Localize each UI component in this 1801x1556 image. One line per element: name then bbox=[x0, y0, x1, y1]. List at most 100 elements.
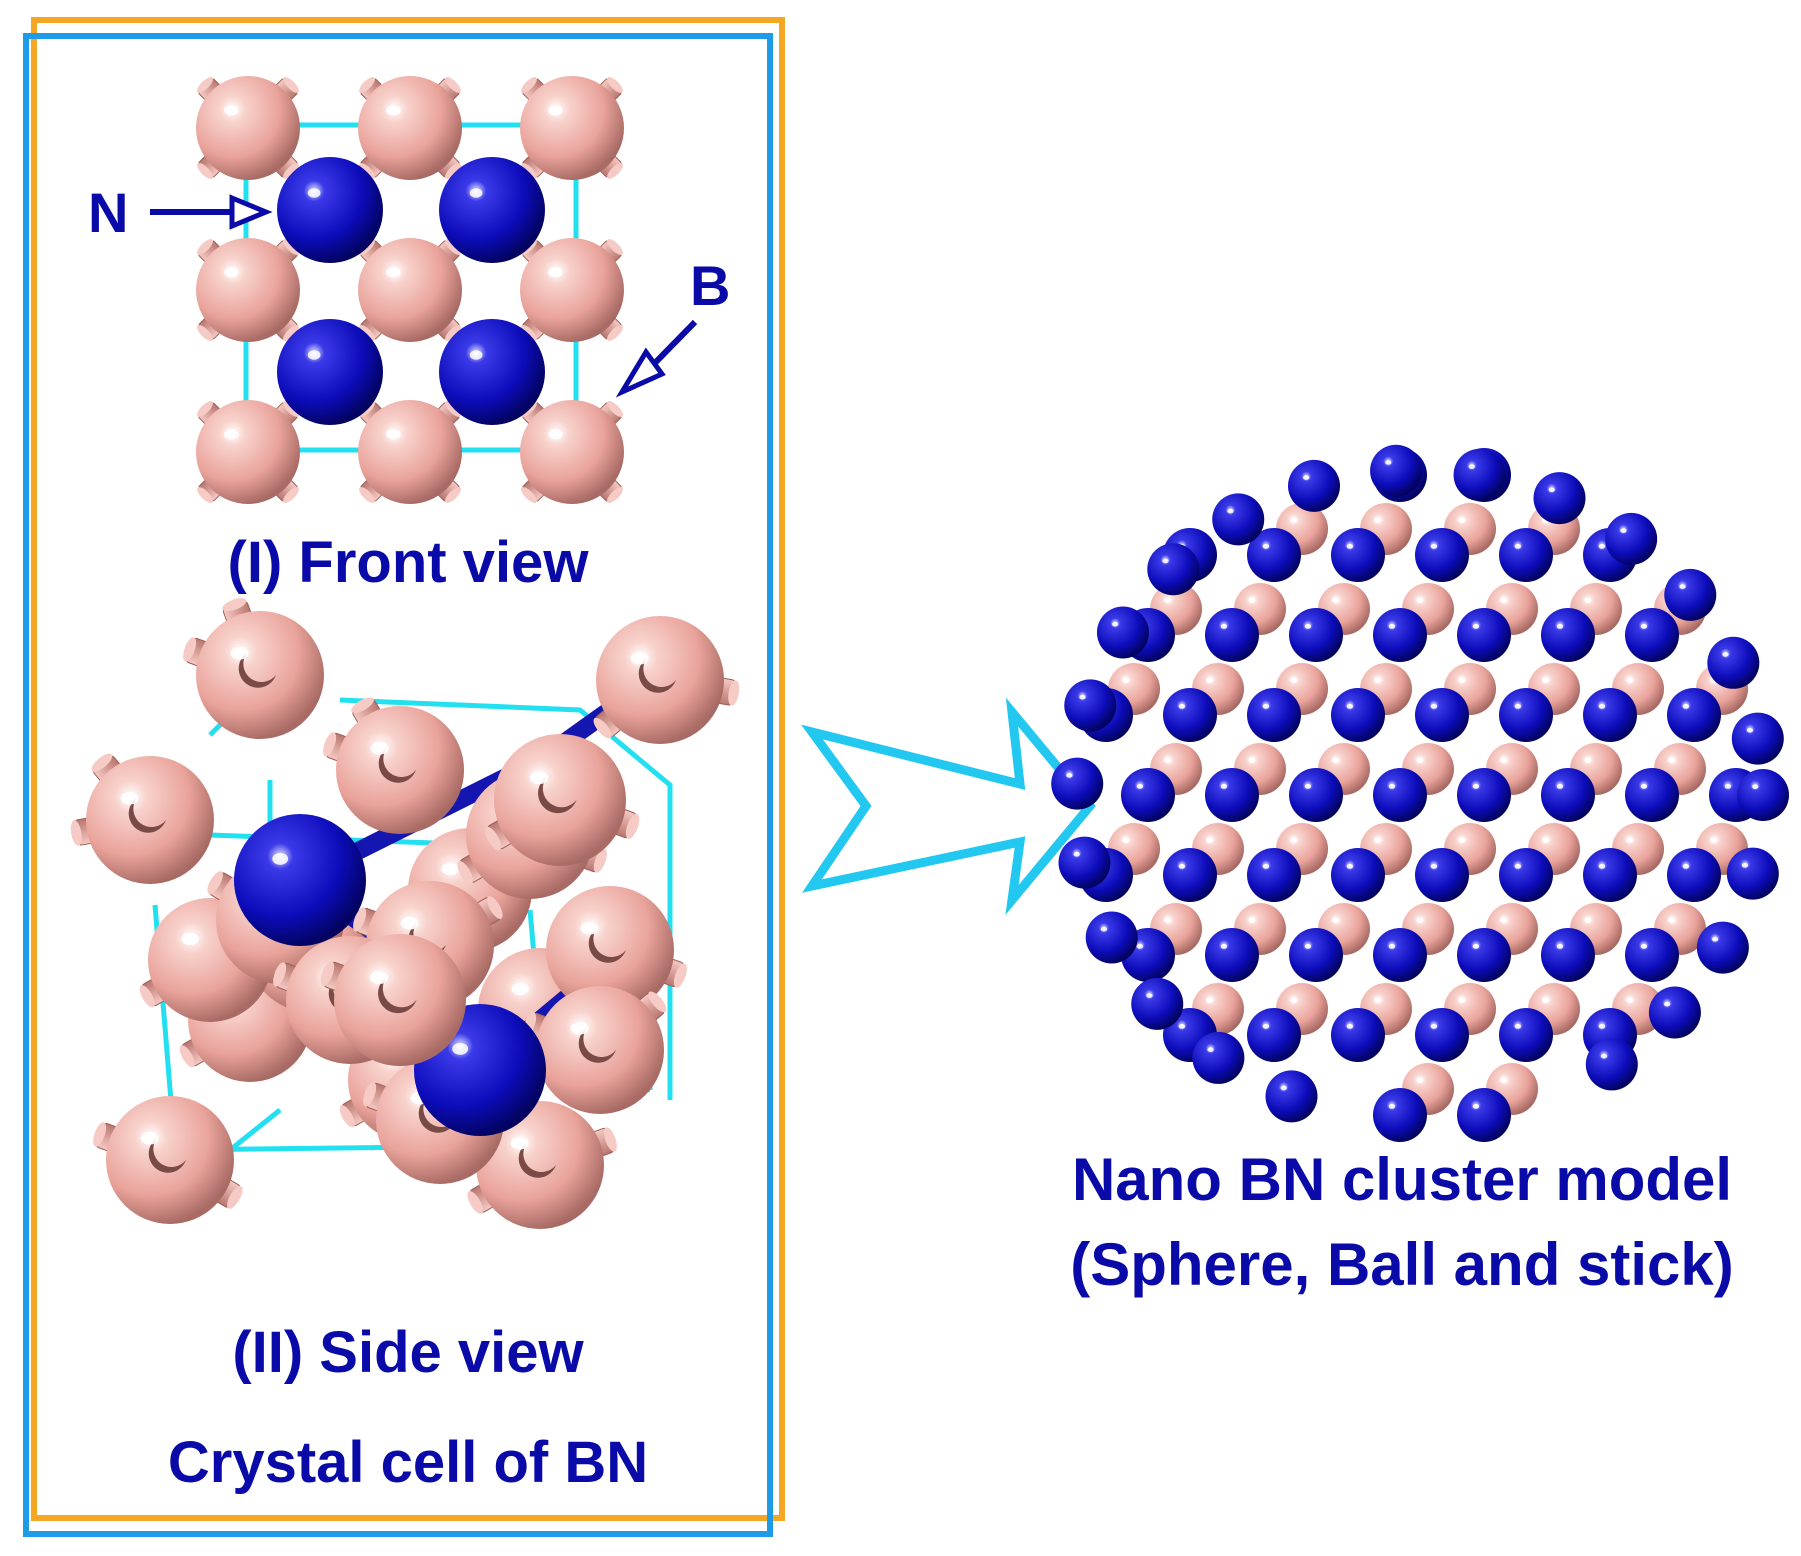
boron-atom bbox=[358, 238, 462, 342]
nitrogen-atom bbox=[1163, 848, 1217, 902]
nitrogen-atom bbox=[1373, 928, 1427, 982]
n-arrow bbox=[150, 194, 273, 230]
nitrogen-atom bbox=[1288, 459, 1341, 512]
nitrogen-atom bbox=[1457, 768, 1511, 822]
nitrogen-atom bbox=[1415, 1008, 1469, 1062]
nitrogen-atom bbox=[234, 814, 366, 946]
nitrogen-atom bbox=[1205, 928, 1259, 982]
boron-atom bbox=[485, 734, 640, 866]
nitrogen-atom bbox=[1212, 493, 1265, 546]
nitrogen-atom bbox=[1331, 848, 1385, 902]
side-view-cell bbox=[70, 598, 740, 1229]
boron-atom bbox=[320, 934, 466, 1066]
nitrogen-atom bbox=[1664, 568, 1717, 621]
nitrogen-atom bbox=[1370, 444, 1423, 497]
boron-atom bbox=[70, 753, 214, 884]
nitrogen-atom bbox=[1585, 1038, 1638, 1091]
nitrogen-atom bbox=[1373, 768, 1427, 822]
nitrogen-atom bbox=[1331, 528, 1385, 582]
nitrogen-atom bbox=[1541, 928, 1595, 982]
n-atom-label: N bbox=[88, 181, 128, 244]
boron-atom bbox=[358, 76, 462, 180]
nano-bn-cluster bbox=[1051, 444, 1789, 1142]
boron-atom bbox=[323, 697, 464, 834]
nitrogen-atom bbox=[1121, 768, 1175, 822]
nitrogen-atom bbox=[1096, 606, 1149, 659]
boron-atom bbox=[196, 76, 300, 180]
nitrogen-atom bbox=[1415, 528, 1469, 582]
front-view-caption: (I) Front view bbox=[228, 530, 590, 595]
cluster-caption-line2: (Sphere, Ball and stick) bbox=[1070, 1231, 1734, 1298]
nitrogen-atom bbox=[1247, 528, 1301, 582]
nitrogen-atom bbox=[1625, 608, 1679, 662]
nitrogen-atom bbox=[1457, 608, 1511, 662]
boron-atom bbox=[93, 1096, 243, 1224]
nitrogen-atom bbox=[1533, 472, 1586, 525]
nitrogen-atom bbox=[1247, 1008, 1301, 1062]
nitrogen-atom bbox=[1499, 688, 1553, 742]
nitrogen-atom bbox=[1373, 1088, 1427, 1142]
nitrogen-atom bbox=[1605, 512, 1658, 565]
inner-frame bbox=[23, 33, 773, 1537]
boron-atom bbox=[520, 238, 624, 342]
cluster-caption-line1: Nano BN cluster model bbox=[1072, 1146, 1732, 1213]
side-view-caption: (II) Side view bbox=[232, 1320, 584, 1385]
nitrogen-atom bbox=[1499, 1008, 1553, 1062]
nitrogen-atom bbox=[439, 319, 545, 425]
nitrogen-atom bbox=[1058, 836, 1111, 889]
nitrogen-atom bbox=[1163, 688, 1217, 742]
nitrogen-atom bbox=[1131, 977, 1184, 1030]
nitrogen-atom bbox=[1583, 688, 1637, 742]
nitrogen-atom bbox=[1331, 1008, 1385, 1062]
boron-atom bbox=[467, 1101, 617, 1229]
crystal-cell-caption: Crystal cell of BN bbox=[168, 1430, 648, 1495]
boron-atom bbox=[520, 400, 624, 504]
transition-arrow bbox=[801, 697, 1096, 916]
nitrogen-atom bbox=[1453, 448, 1506, 501]
nitrogen-atom bbox=[1499, 528, 1553, 582]
nitrogen-atom bbox=[1064, 679, 1117, 732]
nitrogen-atom bbox=[1648, 986, 1701, 1039]
nitrogen-atom bbox=[1415, 688, 1469, 742]
nitrogen-atom bbox=[1625, 928, 1679, 982]
nitrogen-atom bbox=[1265, 1070, 1318, 1123]
front-view-cell bbox=[196, 76, 624, 504]
b-atom-label: B bbox=[690, 254, 730, 317]
nitrogen-atom bbox=[1192, 1031, 1245, 1084]
nitrogen-atom bbox=[1696, 921, 1749, 974]
nitrogen-atom bbox=[1289, 768, 1343, 822]
nitrogen-atom bbox=[1085, 911, 1138, 964]
nitrogen-atom bbox=[1667, 688, 1721, 742]
boron-atom bbox=[183, 598, 324, 739]
outer-frame bbox=[31, 17, 785, 1521]
boron-atom bbox=[196, 238, 300, 342]
nitrogen-atom bbox=[277, 157, 383, 263]
nitrogen-atom bbox=[277, 319, 383, 425]
nitrogen-atom bbox=[1583, 848, 1637, 902]
nitrogen-atom bbox=[1147, 543, 1200, 596]
boron-atom bbox=[358, 400, 462, 504]
nitrogen-atom bbox=[1707, 636, 1760, 689]
nitrogen-atom bbox=[1289, 928, 1343, 982]
nitrogen-atom bbox=[1457, 928, 1511, 982]
boron-atom bbox=[593, 616, 740, 744]
nitrogen-atom bbox=[1373, 608, 1427, 662]
nitrogen-atom bbox=[1205, 608, 1259, 662]
nitrogen-atom bbox=[1737, 769, 1789, 821]
boron-atom bbox=[546, 886, 687, 1014]
nitrogen-atom bbox=[1625, 768, 1679, 822]
nitrogen-atom bbox=[1731, 712, 1784, 765]
nitrogen-atom bbox=[439, 157, 545, 263]
nitrogen-atom bbox=[1667, 848, 1721, 902]
boron-atom bbox=[196, 400, 300, 504]
nitrogen-atom bbox=[1457, 1088, 1511, 1142]
nitrogen-atom bbox=[1541, 768, 1595, 822]
nitrogen-atom bbox=[1415, 848, 1469, 902]
nitrogen-atom bbox=[1247, 848, 1301, 902]
nitrogen-atom bbox=[1247, 688, 1301, 742]
nitrogen-atom bbox=[1499, 848, 1553, 902]
boron-atom bbox=[520, 76, 624, 180]
b-arrow bbox=[615, 319, 698, 398]
